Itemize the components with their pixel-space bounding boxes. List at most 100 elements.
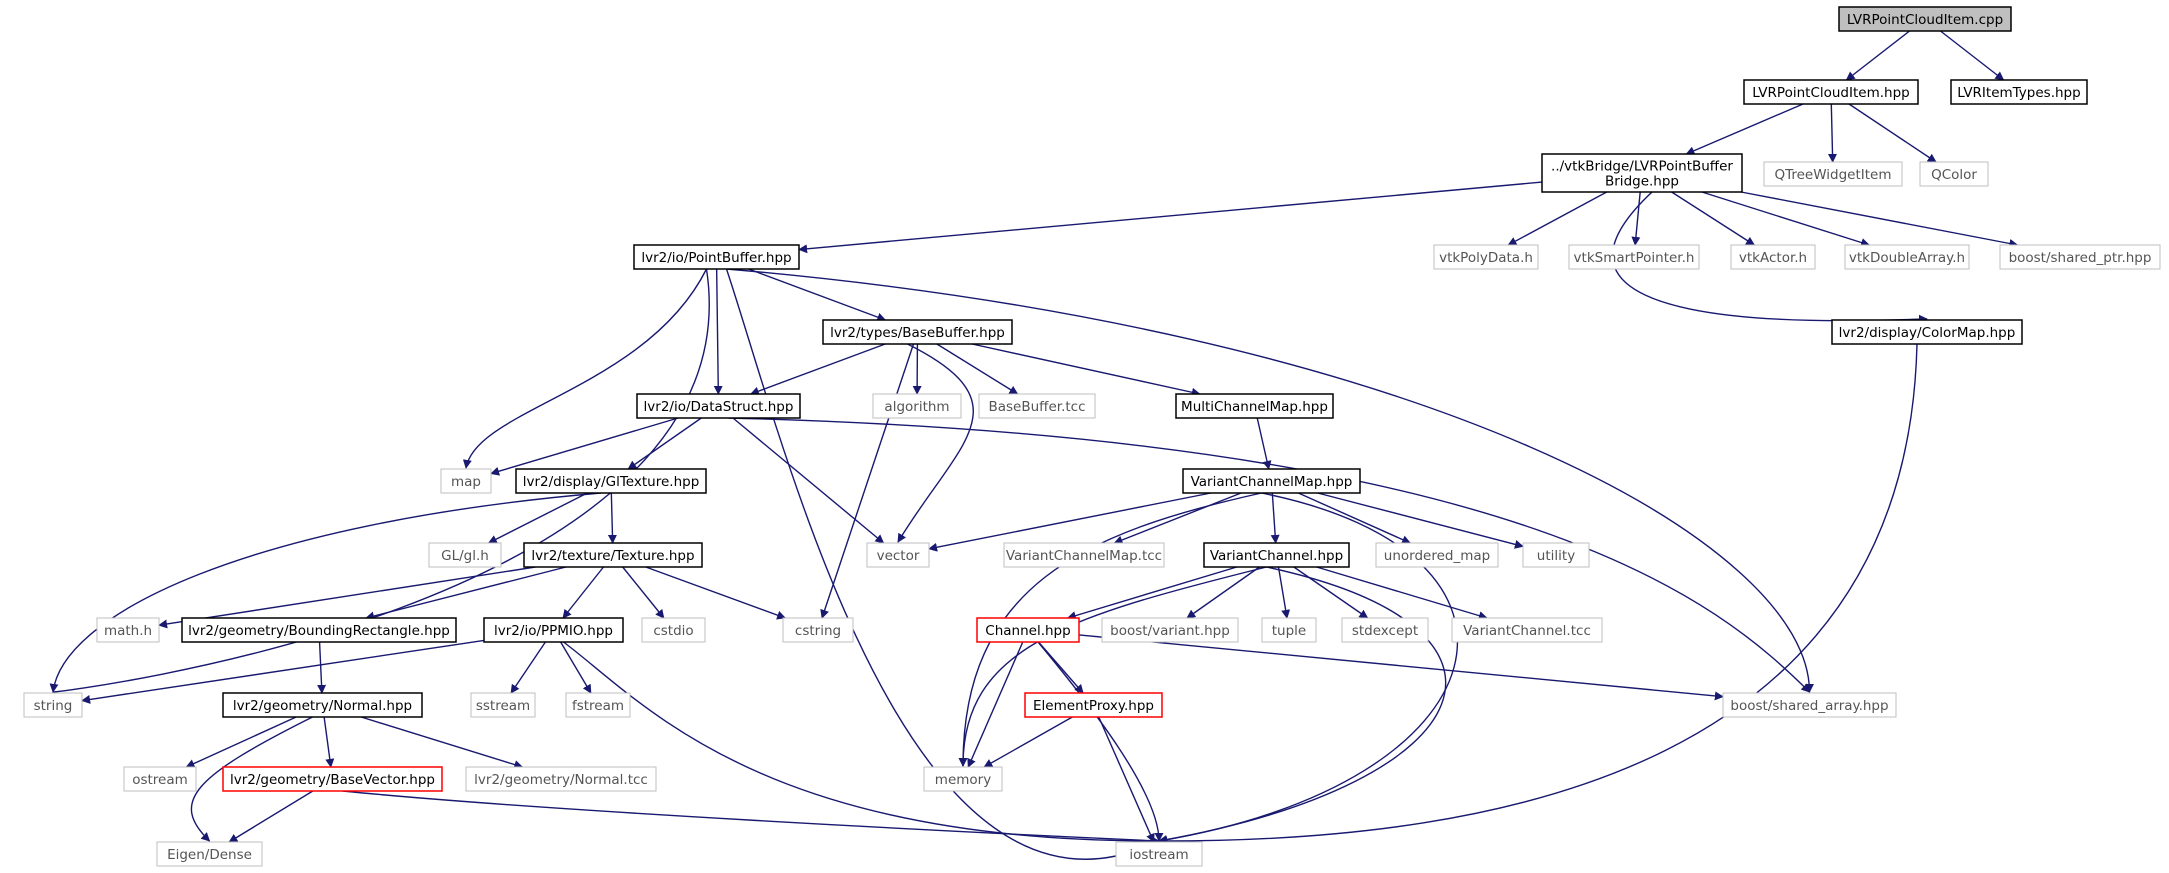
node-box: [866, 542, 930, 568]
node-ppmio[interactable]: lvr2/io/PPMIO.hpp: [483, 617, 624, 643]
node-basebuffer[interactable]: lvr2/types/BaseBuffer.hpp: [822, 319, 1013, 345]
node-label: vtkPolyData.h: [1439, 250, 1533, 266]
edge-texture-to-cstdio: [622, 566, 665, 619]
edge-channel-to-boost_sharedarray: [1078, 634, 1724, 701]
node-box: [1844, 244, 1970, 270]
node-label: boost/shared_array.hpp: [1730, 698, 1888, 714]
edge-pointbuffer-to-iostream: [725, 268, 1160, 860]
node-qcolor: QColor: [1919, 161, 1989, 187]
edge-basebuffer-to-basebuffer_tcc: [936, 343, 1019, 395]
node-normal[interactable]: lvr2/geometry/Normal.hpp: [222, 692, 423, 718]
node-box: [1261, 617, 1317, 643]
edge-pbbridge-to-pointbuffer: [798, 181, 1543, 254]
node-box: [1730, 244, 1816, 270]
node-label: vector: [877, 548, 920, 564]
edge-ppmio-to-iostream: [563, 641, 1160, 846]
node-label: QColor: [1931, 167, 1977, 183]
node-elementproxy[interactable]: ElementProxy.hpp: [1024, 692, 1163, 718]
edge-multichannelmap-to-variantchannelmap: [1256, 417, 1272, 470]
edge-variantchannelmap-to-utility: [1317, 492, 1524, 549]
edge-colormap-to-iostream: [1158, 343, 1918, 846]
edge-basebuffer-to-cstring: [820, 343, 915, 619]
edge-variantchannelmap-to-iostream: [1158, 492, 1459, 845]
node-cstring: cstring: [782, 617, 854, 643]
node-multichannelmap[interactable]: MultiChannelMap.hpp: [1175, 393, 1334, 419]
edge-basebuffer-to-vector: [897, 343, 974, 543]
node-box: [222, 692, 423, 718]
node-datastruct[interactable]: lvr2/io/DataStruct.hpp: [636, 393, 801, 419]
node-box: [181, 617, 457, 643]
node-variantchannelmap[interactable]: VariantChannelMap.hpp: [1182, 468, 1361, 494]
node-vcm_tcc: VariantChannelMap.tcc: [1003, 542, 1165, 568]
node-box: [1375, 542, 1499, 568]
node-colormap[interactable]: lvr2/display/ColorMap.hpp: [1831, 319, 2023, 345]
node-lvrpci_hpp[interactable]: LVRPointCloudItem.hpp: [1743, 79, 1919, 105]
node-box: [96, 617, 160, 643]
edge-lvrpci_hpp-to-qtreewidget: [1828, 103, 1838, 163]
edge-normal-to-ostream: [185, 716, 297, 768]
edge-ppmio-to-sstream: [510, 641, 547, 694]
node-label: MultiChannelMap.hpp: [1181, 399, 1328, 415]
node-label: LVRPointCloudItem.cpp: [1847, 12, 2003, 28]
node-pointbuffer[interactable]: lvr2/io/PointBuffer.hpp: [633, 244, 800, 270]
edge-basevector-to-eigen: [228, 790, 314, 843]
node-boundingrect[interactable]: lvr2/geometry/BoundingRectangle.hpp: [181, 617, 457, 643]
node-box: [1763, 161, 1903, 187]
node-label: iostream: [1129, 847, 1188, 863]
edge-channel-to-memory: [967, 641, 1024, 768]
node-basevector[interactable]: lvr2/geometry/BaseVector.hpp: [222, 766, 443, 792]
edge-datastruct-to-map: [490, 417, 679, 476]
node-label: LVRPointCloudItem.hpp: [1752, 85, 1909, 101]
node-label: GL/gl.h: [441, 548, 489, 564]
node-label: map: [451, 474, 481, 490]
file-nodes: LVRPointCloudItem.cppLVRPointCloudItem.h…: [23, 6, 2161, 867]
node-stdexcept: stdexcept: [1341, 617, 1429, 643]
node-box: [1451, 617, 1603, 643]
node-label: lvr2/io/PointBuffer.hpp: [641, 250, 791, 266]
node-texture[interactable]: lvr2/texture/Texture.hpp: [523, 542, 703, 568]
edge-variantchannelmap-to-vcm_tcc: [1113, 492, 1242, 545]
node-label: lvr2/io/PPMIO.hpp: [494, 623, 613, 639]
edge-pointbuffer-to-datastruct: [713, 268, 723, 395]
node-box: [822, 319, 1013, 345]
node-label: LVRItemTypes.hpp: [1957, 85, 2080, 101]
node-variantchannel[interactable]: VariantChannel.hpp: [1203, 542, 1350, 568]
edge-ppmio-to-string: [81, 639, 485, 704]
node-ostream: ostream: [123, 766, 197, 792]
node-label: math.h: [104, 623, 152, 639]
edge-lvrpci_hpp-to-qcolor: [1848, 103, 1937, 163]
node-label: lvr2/display/ColorMap.hpp: [1839, 325, 2016, 341]
node-box: [1115, 841, 1203, 867]
node-label: ostream: [132, 772, 188, 788]
edge-pbbridge-to-vtkpolydata: [1507, 191, 1608, 246]
edge-ppmio-to-fstream: [560, 641, 592, 694]
edge-variantchannel-to-vc_tcc: [1316, 566, 1488, 620]
node-box: [465, 766, 657, 792]
edge-variantchannel-to-memory: [958, 566, 1267, 767]
edge-gltexture-to-string: [49, 492, 602, 693]
edge-datastruct-to-gltexture: [627, 417, 702, 470]
node-label: algorithm: [884, 399, 949, 415]
node-memory: memory: [923, 766, 1003, 792]
node-eigen: Eigen/Dense: [156, 841, 263, 867]
edge-variantchannel-to-stdexcept: [1293, 566, 1369, 619]
edge-variantchannelmap-to-vector: [928, 492, 1212, 552]
node-label: fstream: [572, 698, 624, 714]
node-box: [1175, 393, 1334, 419]
edge-boundingrect-to-normal: [317, 641, 327, 694]
node-boost_sharedarray: boost/shared_array.hpp: [1722, 692, 1897, 718]
node-box: [156, 841, 263, 867]
node-label: sstream: [476, 698, 530, 714]
node-gltexture[interactable]: lvr2/display/GlTexture.hpp: [515, 468, 707, 494]
node-box: [1999, 244, 2161, 270]
edge-texture-to-mathh: [158, 566, 536, 629]
node-label: lvr2/geometry/Normal.tcc: [474, 772, 648, 788]
edge-pbbridge-to-vtksmartptr: [1631, 191, 1641, 246]
node-label: Channel.hpp: [985, 623, 1070, 639]
node-lvritemtypes[interactable]: LVRItemTypes.hpp: [1950, 79, 2088, 105]
edge-texture-to-boundingrect: [365, 566, 567, 621]
node-channel[interactable]: Channel.hpp: [976, 617, 1080, 643]
node-label: tuple: [1272, 623, 1306, 639]
node-label: lvr2/geometry/BoundingRectangle.hpp: [188, 623, 450, 639]
